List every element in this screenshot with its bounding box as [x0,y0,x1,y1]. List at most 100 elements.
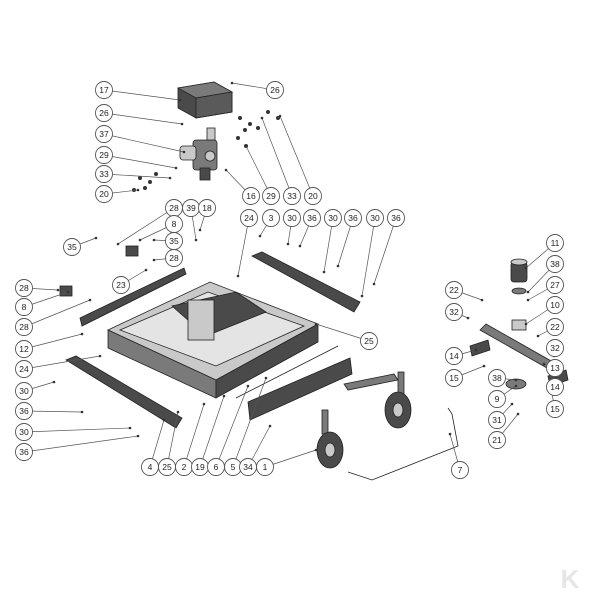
callout-bubble [95,104,113,122]
callout-bubble [112,276,130,294]
callout-33: 33 [95,165,113,183]
side-skirt [79,267,187,327]
callout-bubble [445,303,463,321]
leader-endpoint [268,424,272,428]
callout-number: 28 [19,322,29,332]
callout-29: 29 [95,146,113,164]
leader-endpoint [180,122,184,126]
callout-number: 36 [19,406,29,416]
leader-endpoint [236,274,240,278]
callout-38: 38 [488,369,506,387]
leader-endpoint [94,236,98,240]
callout-1: 1 [256,458,274,476]
callout-bubble [344,209,362,227]
leader-line [237,217,250,277]
callout-bubble [15,279,33,297]
callout-12: 12 [15,340,33,358]
callout-9: 9 [488,390,506,408]
leader-endpoint [526,298,530,302]
main-deck [107,281,319,399]
callout-bubble [488,411,506,429]
leader-endpoint [314,448,318,452]
callout-number: 22 [550,322,560,332]
leader-endpoint [448,432,452,436]
callout-bubble [95,125,113,143]
callout-bubble [95,165,113,183]
leader-endpoint [246,384,250,388]
leader-endpoint [128,426,132,430]
callout-bubble [95,146,113,164]
callout-8: 8 [15,298,33,316]
callout-33: 33 [283,187,301,205]
callout-number: 30 [19,427,29,437]
leader-endpoint [258,234,262,238]
callout-number: 35 [67,242,77,252]
plate-10 [511,319,527,331]
callout-bubble [240,209,258,227]
leader-line [315,323,370,342]
leader-endpoint [194,238,198,242]
callout-number: 12 [19,344,29,354]
callout-26: 26 [95,104,113,122]
leader-endpoint [516,412,520,416]
leader-line [23,299,91,328]
callout-number: 20 [308,191,318,201]
callout-bubble [15,298,33,316]
callout-number: 33 [99,169,109,179]
leader-endpoint [224,168,228,172]
callout-number: 17 [99,85,109,95]
leader-line [232,377,267,468]
leader-line [103,89,181,101]
callout-number: 36 [391,213,401,223]
callout-number: 21 [492,435,502,445]
wheel-bracket [343,373,399,391]
callout-number: 14 [449,351,459,361]
callout-bubble [304,187,322,205]
callout-30: 30 [324,209,342,227]
callout-number: 8 [172,219,177,229]
callout-4: 4 [141,458,159,476]
callout-bubble [242,187,260,205]
callout-number: 4 [148,462,153,472]
callout-number: 20 [99,189,109,199]
callout-bubble [15,443,33,461]
callout-number: 10 [550,300,560,310]
callout-number: 30 [287,213,297,223]
callout-10: 10 [546,296,564,314]
callout-bubble [198,199,216,217]
callout-number: 19 [195,462,205,472]
leader-endpoint [526,290,530,294]
leader-line [261,117,293,197]
callout-number: 6 [214,462,219,472]
leader-line [23,435,139,453]
leader-endpoint [514,378,518,382]
callout-29: 29 [262,187,280,205]
leader-endpoint [480,298,484,302]
leader-line [361,217,376,297]
callout-39: 39 [182,199,200,217]
leader-endpoint [176,410,180,414]
callout-bubble [262,209,280,227]
callout-28: 28 [15,318,33,336]
wheel-left [316,409,344,469]
leader-endpoint [482,364,486,368]
callout-bubble [546,296,564,314]
leader-endpoint [202,402,206,406]
leader-endpoint [66,290,70,294]
callout-number: 32 [449,307,459,317]
callout-bubble [283,187,301,205]
wheel-right [384,371,412,429]
callout-24: 24 [15,360,33,378]
callout-number: 18 [202,203,212,213]
callout-bubble [15,402,33,420]
callout-25: 25 [360,332,378,350]
callout-bubble [15,340,33,358]
leader-endpoint [260,116,264,120]
leader-endpoint [524,322,528,326]
callout-number: 31 [492,415,502,425]
callout-38: 38 [546,255,564,273]
callout-number: 30 [370,213,380,223]
callout-35: 35 [165,232,183,250]
callout-number: 25 [364,336,374,346]
